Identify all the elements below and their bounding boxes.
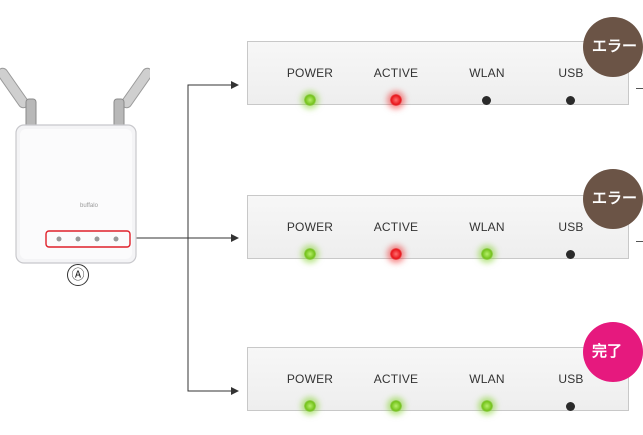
usb-led-icon	[566, 96, 575, 105]
led-label: WLAN	[469, 372, 505, 386]
led-group-usb: USB	[531, 42, 611, 105]
error-badge-2: エラー	[583, 169, 643, 229]
wlan-led-icon	[481, 400, 493, 412]
device-logo: buffalo	[80, 203, 99, 209]
arrow-to-panel-3	[187, 238, 239, 395]
led-label: USB	[558, 220, 584, 234]
led-group-wlan: WLAN	[447, 196, 527, 260]
led-panel-2: POWER ACTIVE WLAN USB	[247, 195, 629, 260]
active-led-icon	[390, 94, 402, 106]
led-group-wlan: WLAN	[447, 42, 527, 105]
wlan-led-icon	[481, 248, 493, 260]
led-label: WLAN	[469, 220, 505, 234]
led-group-power: POWER	[270, 348, 350, 412]
led-label: USB	[558, 372, 584, 386]
router-device: buffalo	[0, 67, 150, 264]
led-group-active: ACTIVE	[356, 196, 436, 260]
led-panel-1: POWER ACTIVE WLAN USB	[247, 41, 629, 106]
led-group-wlan: WLAN	[447, 348, 527, 412]
led-group-usb: USB	[531, 348, 611, 411]
power-led-icon	[304, 94, 316, 106]
led-label: WLAN	[469, 66, 505, 80]
led-label: POWER	[286, 220, 334, 234]
led-label: ACTIVE	[373, 372, 419, 386]
led-group-usb: USB	[531, 196, 611, 259]
complete-badge: 完了	[583, 322, 643, 382]
usb-led-icon	[566, 402, 575, 411]
active-led-icon	[390, 400, 402, 412]
error-badge-1: エラー	[583, 17, 643, 77]
led-group-power: POWER	[270, 196, 350, 260]
led-group-active: ACTIVE	[356, 348, 436, 412]
led-group-power: POWER	[270, 42, 350, 106]
led-label: POWER	[286, 372, 334, 386]
left-antenna-icon	[0, 67, 37, 134]
device-marker-label: Ⓐ	[67, 264, 89, 286]
led-label: ACTIVE	[373, 220, 419, 234]
usb-led-icon	[566, 250, 575, 259]
led-panel-3: POWER ACTIVE WLAN USB	[247, 347, 629, 412]
led-label: ACTIVE	[373, 66, 419, 80]
active-led-icon	[390, 248, 402, 260]
arrow-to-panel-1	[187, 81, 239, 268]
power-led-icon	[304, 248, 316, 260]
leader-line-2	[636, 241, 643, 242]
leader-line-1	[636, 88, 643, 89]
wlan-led-icon	[482, 96, 491, 105]
right-antenna-icon	[113, 67, 150, 134]
led-label: USB	[558, 66, 584, 80]
led-label: POWER	[286, 66, 334, 80]
power-led-icon	[304, 400, 316, 412]
led-highlight-box	[45, 230, 131, 248]
led-group-active: ACTIVE	[356, 42, 436, 106]
